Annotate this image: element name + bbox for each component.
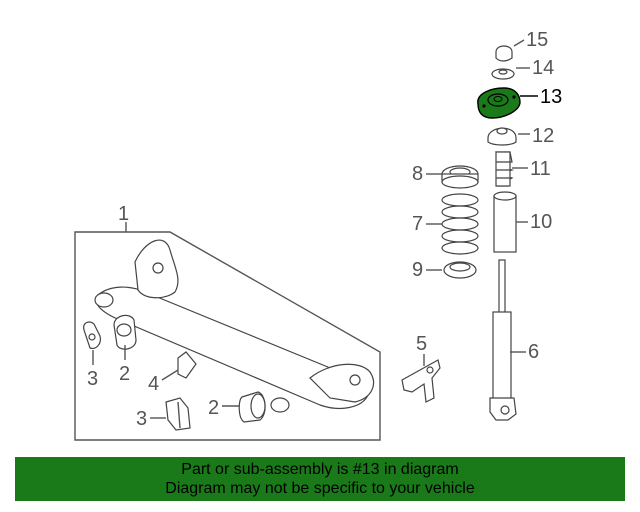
bushing-bracket-upper[interactable] bbox=[83, 321, 101, 349]
callout-2-lower[interactable]: 2 bbox=[208, 397, 219, 419]
upper-seat-12[interactable] bbox=[487, 127, 517, 146]
spring-seat-lower[interactable] bbox=[443, 261, 477, 279]
info-banner: Part or sub-assembly is #13 in diagram D… bbox=[15, 457, 625, 501]
bushing-lower[interactable] bbox=[238, 391, 266, 423]
bushing-upper[interactable] bbox=[113, 314, 137, 350]
callout-5[interactable]: 5 bbox=[416, 333, 427, 355]
banner-line-1: Part or sub-assembly is #13 in diagram bbox=[181, 461, 459, 478]
callout-3-upper[interactable]: 3 bbox=[87, 368, 98, 390]
callout-13[interactable]: 13 bbox=[540, 86, 562, 108]
callout-4[interactable]: 4 bbox=[148, 373, 159, 395]
callout-6[interactable]: 6 bbox=[528, 341, 539, 363]
callout-2-upper[interactable]: 2 bbox=[119, 363, 130, 385]
bracket-5[interactable] bbox=[401, 359, 441, 403]
coil-spring[interactable] bbox=[441, 193, 479, 255]
strut-mount-highlighted[interactable] bbox=[477, 87, 521, 119]
shock-absorber[interactable] bbox=[489, 259, 517, 421]
callout-3-lower[interactable]: 3 bbox=[136, 408, 147, 430]
callout-8[interactable]: 8 bbox=[412, 163, 423, 185]
dust-boot[interactable] bbox=[493, 191, 517, 253]
callout-10[interactable]: 10 bbox=[530, 211, 552, 233]
parts-diagram: 1 3 2 4 3 2 5 6 bbox=[74, 29, 562, 441]
callout-12[interactable]: 12 bbox=[532, 125, 554, 147]
callout-9[interactable]: 9 bbox=[412, 259, 423, 281]
callout-1[interactable]: 1 bbox=[118, 203, 129, 225]
callout-11[interactable]: 11 bbox=[530, 158, 551, 180]
bushing-bracket-lower[interactable] bbox=[165, 397, 191, 431]
rear-axle-beam[interactable] bbox=[94, 239, 375, 413]
nut-15[interactable] bbox=[495, 45, 513, 62]
callout-14[interactable]: 14 bbox=[532, 57, 554, 79]
axle-frame-outline bbox=[74, 231, 381, 441]
bump-stop[interactable] bbox=[495, 151, 515, 187]
callout-15[interactable]: 15 bbox=[526, 29, 548, 51]
washer-14[interactable] bbox=[491, 68, 515, 80]
spring-seat-upper[interactable] bbox=[441, 165, 479, 189]
bracket-4[interactable] bbox=[177, 351, 197, 379]
callout-7[interactable]: 7 bbox=[412, 213, 423, 235]
banner-line-2: Diagram may not be specific to your vehi… bbox=[165, 480, 475, 497]
